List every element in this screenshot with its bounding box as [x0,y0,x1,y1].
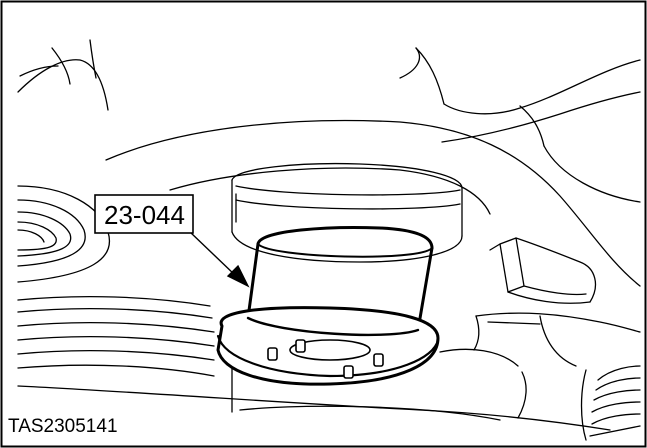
lower-body-curve [17,385,611,431]
callout-leader [189,231,250,288]
shaft-boss [231,163,463,263]
callout-arrowhead [226,264,250,288]
tool-pin [295,339,306,353]
right-bracket [489,237,597,304]
callout-box: 23-044 [94,194,194,234]
tool-bore-and-pins [267,339,384,379]
tool-pin [267,347,278,361]
upper-left-housing [17,39,109,111]
tool-pin [373,353,384,367]
upper-right-housing [399,47,641,203]
tool-center-bore [289,339,371,361]
callout-label: 23-044 [104,200,185,230]
tool-pin [343,365,354,379]
figure-id-caption: TAS2305141 [8,416,118,437]
right-lower-housing [473,312,641,367]
mating-surface [105,119,641,287]
lower-left-housing [17,295,215,377]
right-pulley [580,365,641,441]
